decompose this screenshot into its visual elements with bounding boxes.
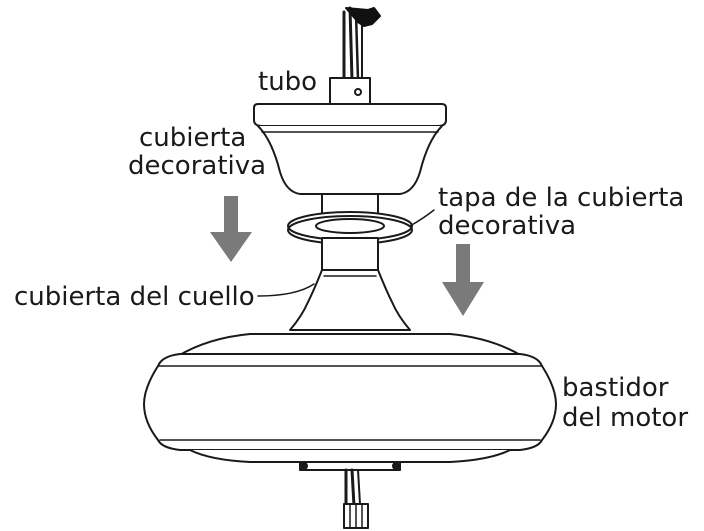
bottom-bracket bbox=[299, 461, 401, 529]
downrod-pipe bbox=[329, 77, 371, 105]
leader-neck-cover bbox=[257, 283, 315, 297]
motor-housing bbox=[143, 333, 557, 463]
leader-canopy-cap bbox=[409, 209, 435, 227]
collar-cover bbox=[289, 269, 411, 331]
label-tapa-1: tapa de la cubierta bbox=[438, 183, 684, 213]
label-bastidor-2: del motor bbox=[562, 403, 688, 433]
top-wires bbox=[342, 6, 381, 82]
label-cubierta-cuello: cubierta del cuello bbox=[14, 282, 255, 312]
label-tubo: tubo bbox=[258, 67, 317, 97]
label-bastidor-1: bastidor bbox=[562, 373, 669, 403]
down-arrow-left bbox=[210, 196, 252, 262]
downrod-pin bbox=[354, 88, 362, 96]
down-arrow-right bbox=[442, 244, 484, 316]
label-cubierta-1: cubierta bbox=[139, 123, 246, 153]
label-cubierta-2: decorativa bbox=[128, 151, 266, 181]
canopy-cap bbox=[287, 211, 413, 245]
label-tapa-2: decorativa bbox=[438, 211, 576, 241]
lower-rod bbox=[321, 237, 379, 271]
wire-nut bbox=[345, 7, 381, 27]
canopy bbox=[253, 103, 447, 195]
